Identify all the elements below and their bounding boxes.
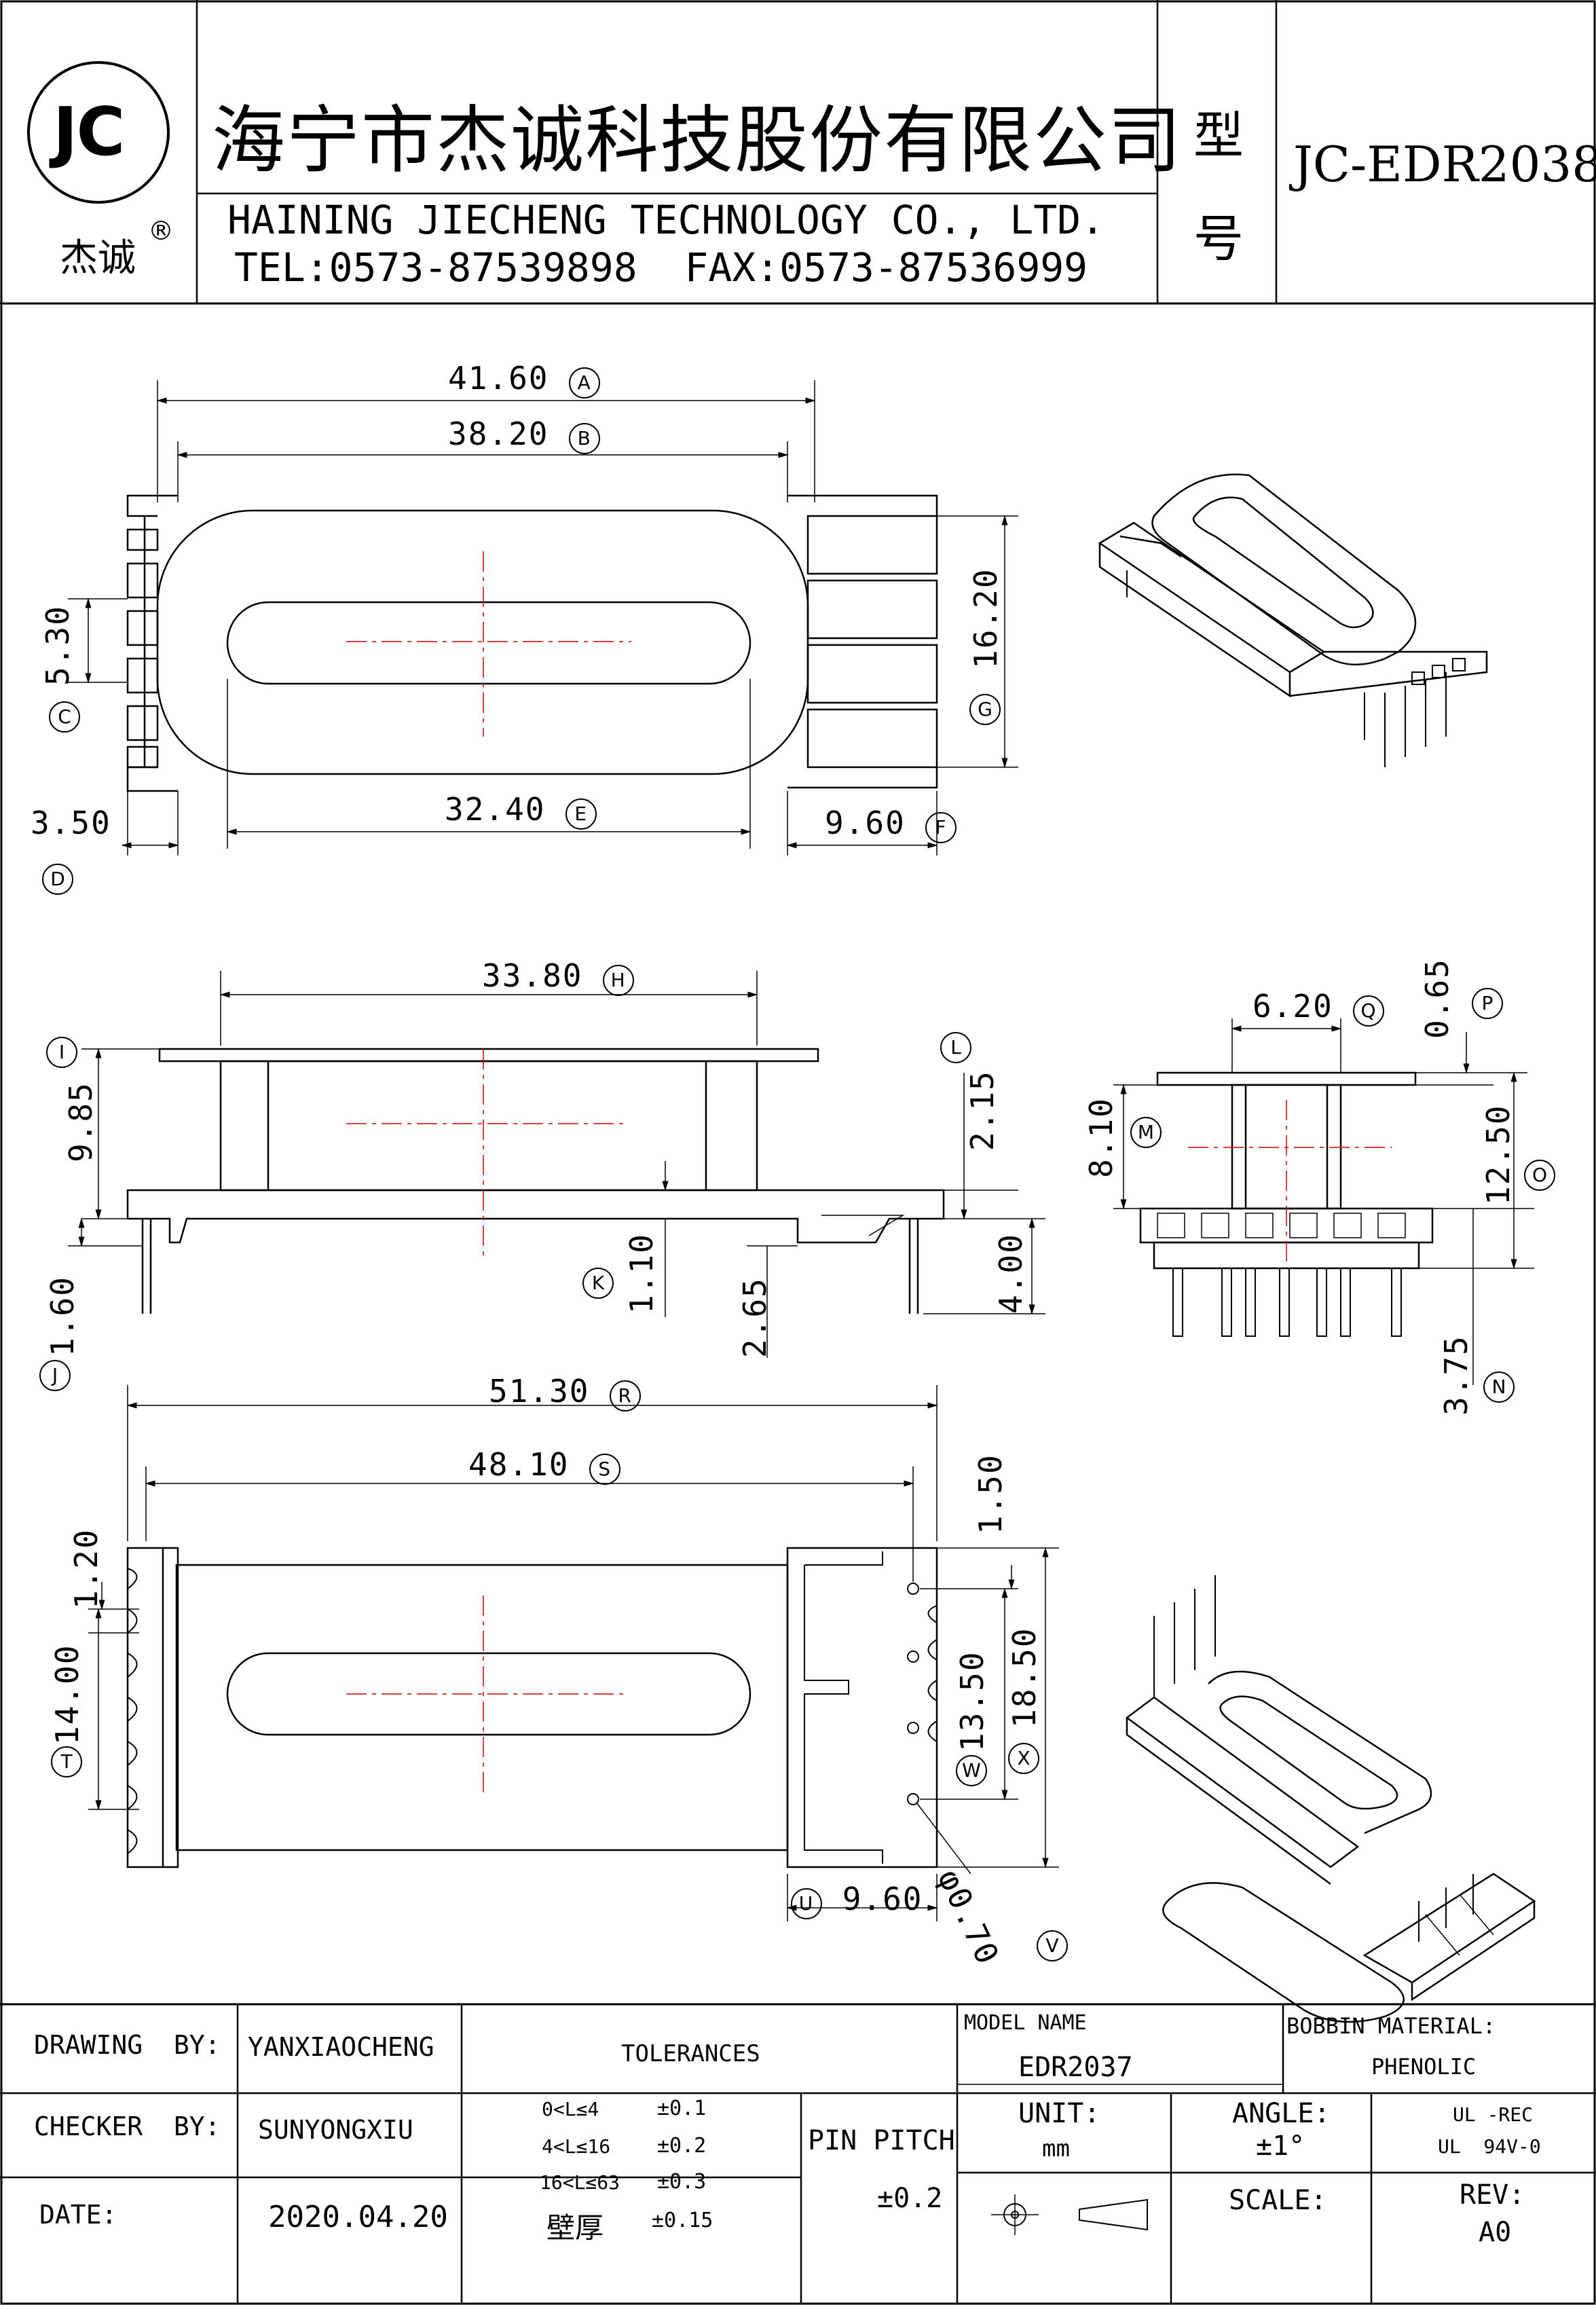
front-view [68, 971, 1045, 1358]
dim-q: 6.20 Q [1252, 988, 1385, 1027]
ul-rec: UL -REC [1453, 2103, 1534, 2126]
tol-wall-value: ±0.15 [652, 2209, 713, 2232]
dim-t2-value: 1.20 [68, 1528, 105, 1609]
angle-value: ±1° [1256, 2131, 1305, 2162]
angle-label: ANGLE: [1232, 2098, 1331, 2129]
dim-j-tag: J [39, 1360, 71, 1391]
dim-j-value: 1.60 [44, 1276, 81, 1357]
company-name-cn: 海宁市杰诚科技股份有限公司 [212, 98, 1183, 183]
dim-k-value: 1.10 [623, 1233, 660, 1314]
pin-pitch-value: ±0.2 [877, 2183, 943, 2214]
model-label-1: 型 [1193, 107, 1244, 165]
isometric-view-top [1098, 473, 1488, 767]
tol-wall-label: 壁厚 [546, 2211, 604, 2245]
dim-b: 38.20 B [448, 416, 601, 454]
dim-c-value: 5.30 [39, 605, 76, 686]
checker-by-value: SUNYONGXIU [258, 2115, 413, 2145]
dim-k-tag: K [582, 1268, 614, 1299]
dim-x2-value: 1.50 [972, 1454, 1009, 1534]
logo-registered-mark: ® [148, 216, 174, 246]
model-number: JC-EDR2038 [1293, 136, 1596, 193]
dim-i-value: 9.85 [62, 1082, 99, 1162]
logo-letters: JC [53, 94, 125, 171]
dim-g-value: 16.20 [967, 568, 1004, 669]
dim-r: 51.30 R [489, 1373, 642, 1412]
dim-t-value: 14.00 [49, 1644, 86, 1745]
tol-2-range: 4<L≤16 [542, 2135, 611, 2158]
top-view [68, 380, 1018, 855]
dim-n-tag: N [1483, 1371, 1515, 1403]
dim-c-tag: C [49, 701, 80, 733]
dim-a: 41.60 A [448, 360, 601, 399]
logo-brand-cn: 杰诚 [60, 236, 136, 280]
dim-p-value: 0.65 [1419, 958, 1455, 1039]
dim-l-tag: L [940, 1032, 971, 1063]
dim-d-tag: D [42, 864, 73, 895]
dim-i-tag: I [46, 1037, 77, 1068]
scale-label: SCALE: [1229, 2185, 1327, 2216]
dim-g-tag: G [969, 694, 1001, 725]
dim-s: 48.10 S [468, 1446, 621, 1485]
unit-value: mm [1042, 2135, 1070, 2162]
pin-pitch-label: PIN PITCH [808, 2125, 955, 2156]
drawing-by-label: DRAWING BY: [34, 2030, 221, 2060]
model-name-value: EDR2037 [1018, 2052, 1133, 2083]
drawing-by-value: YANXIAOCHENG [248, 2032, 434, 2062]
dim-m-value: 8.10 [1083, 1097, 1119, 1178]
dim-o-value: 12.50 [1480, 1104, 1517, 1205]
isometric-view-bottom [1125, 1575, 1536, 2023]
dim-l-value: 2.15 [964, 1070, 1001, 1151]
tolerances-label: TOLERANCES [621, 2040, 760, 2067]
company-name-en: HAINING JIECHENG TECHNOLOGY CO., LTD. [227, 197, 1105, 243]
side-view [1113, 1018, 1534, 1385]
tol-1-range: 0<L≤4 [542, 2098, 599, 2120]
title-block-grid [0, 2003, 1596, 2304]
dim-v-tag: V [1037, 1930, 1068, 1961]
dim-h: 33.80 H [482, 957, 635, 996]
ul-94v0: UL 94V-0 [1438, 2135, 1541, 2158]
bottom-view [88, 1385, 1059, 1921]
dim-w-value: 13.50 [954, 1651, 990, 1752]
dim-x-tag: X [1008, 1743, 1039, 1774]
date-value: 2020.04.20 [268, 2200, 448, 2234]
dim-l2-value: 2.65 [737, 1277, 773, 1358]
tol-1-value: ±0.1 [657, 2097, 707, 2120]
dim-p-tag: P [1472, 988, 1503, 1019]
model-name-label: MODEL NAME [964, 2011, 1087, 2035]
rev-value: A0 [1479, 2217, 1512, 2248]
dim-x-value: 18.50 [1006, 1627, 1043, 1728]
tol-2-value: ±0.2 [657, 2134, 707, 2158]
tol-3-range: 16<L≤63 [540, 2171, 620, 2194]
model-label-2: 号 [1193, 210, 1244, 268]
rev-label: REV: [1460, 2179, 1525, 2211]
date-label: DATE: [39, 2200, 117, 2230]
dim-t-tag: T [51, 1746, 82, 1777]
dim-m-tag: M [1130, 1117, 1162, 1148]
checker-by-label: CHECKER BY: [34, 2112, 221, 2141]
dim-n-value: 3.75 [1438, 1335, 1474, 1416]
bobbin-material-value: PHENOLIC [1371, 2054, 1477, 2080]
tol-3-value: ±0.3 [657, 2170, 707, 2194]
dim-e: 32.40 E [445, 791, 597, 830]
company-contact: TEL:0573-87539898 FAX:0573-87536999 [234, 244, 1088, 291]
dim-f: 9.60 F [825, 805, 957, 843]
unit-label: UNIT: [1018, 2098, 1100, 2129]
bobbin-material-label: BOBBIN MATERIAL: [1286, 2013, 1496, 2039]
dim-l3-value: 4.00 [992, 1233, 1029, 1314]
dim-u: U 9.60 [791, 1881, 923, 1919]
dim-d-value: 3.50 [31, 805, 111, 841]
dim-w-tag: W [956, 1755, 987, 1786]
dim-o-tag: O [1524, 1160, 1555, 1191]
